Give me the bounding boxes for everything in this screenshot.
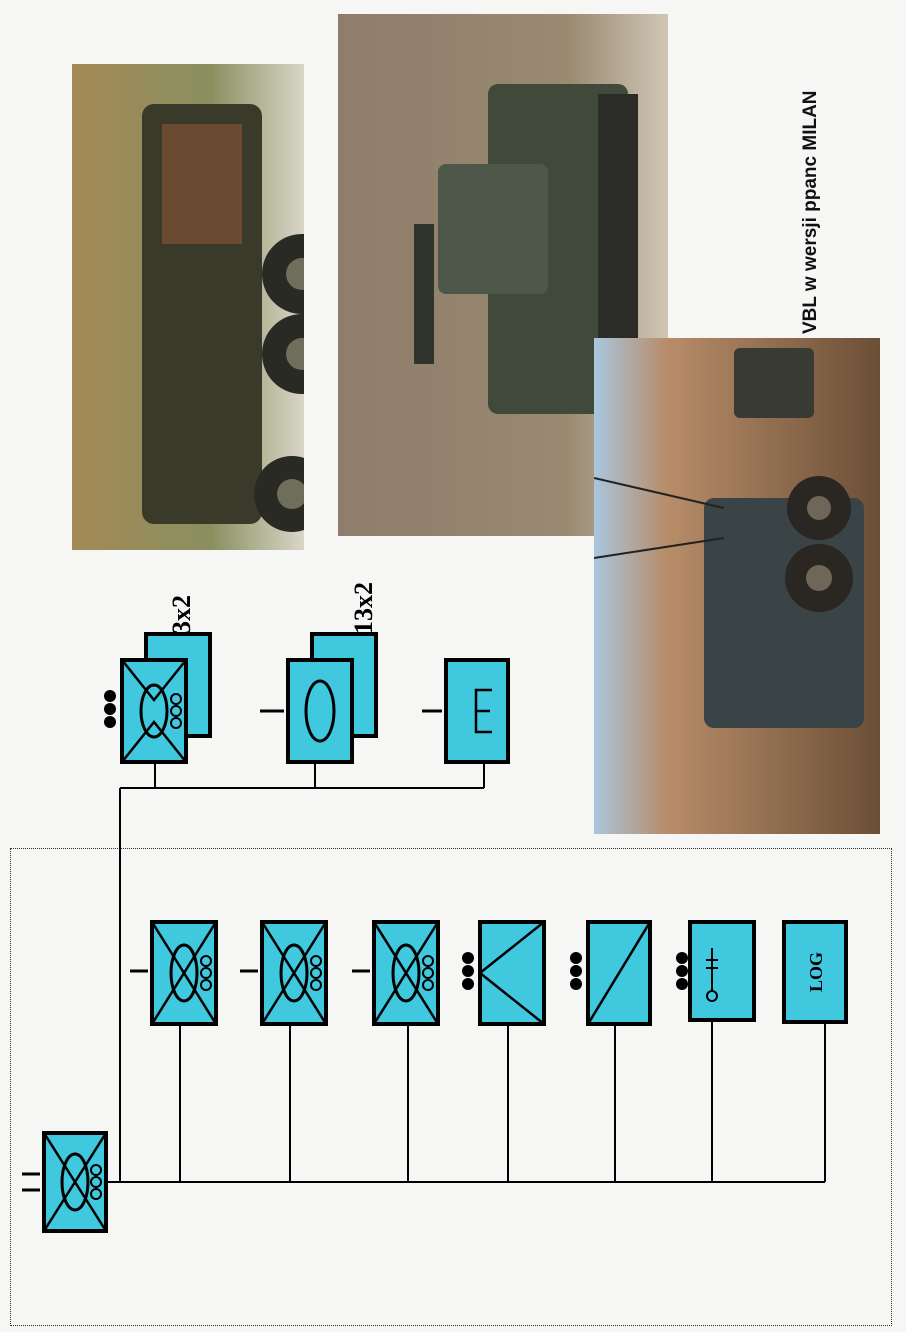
engineer-platoon bbox=[422, 660, 508, 762]
recon-squadron-2 bbox=[240, 922, 326, 1024]
recon-section-multiplier: 3x2 bbox=[167, 595, 196, 634]
recon-company bbox=[570, 922, 650, 1024]
anti-armor-company bbox=[462, 922, 544, 1024]
support-company bbox=[676, 922, 754, 1020]
battalion-hq-symbol bbox=[22, 1133, 106, 1231]
recon-section: 3x2 bbox=[104, 595, 210, 762]
logistics-label: LOG bbox=[806, 952, 826, 992]
logistics-company: LOG bbox=[784, 922, 846, 1022]
recon-squadron-3 bbox=[352, 922, 438, 1024]
tank-platoon: 13x2 bbox=[260, 582, 378, 762]
recon-squadron-1 bbox=[130, 922, 216, 1024]
tank-platoon-multiplier: 13x2 bbox=[349, 582, 378, 634]
